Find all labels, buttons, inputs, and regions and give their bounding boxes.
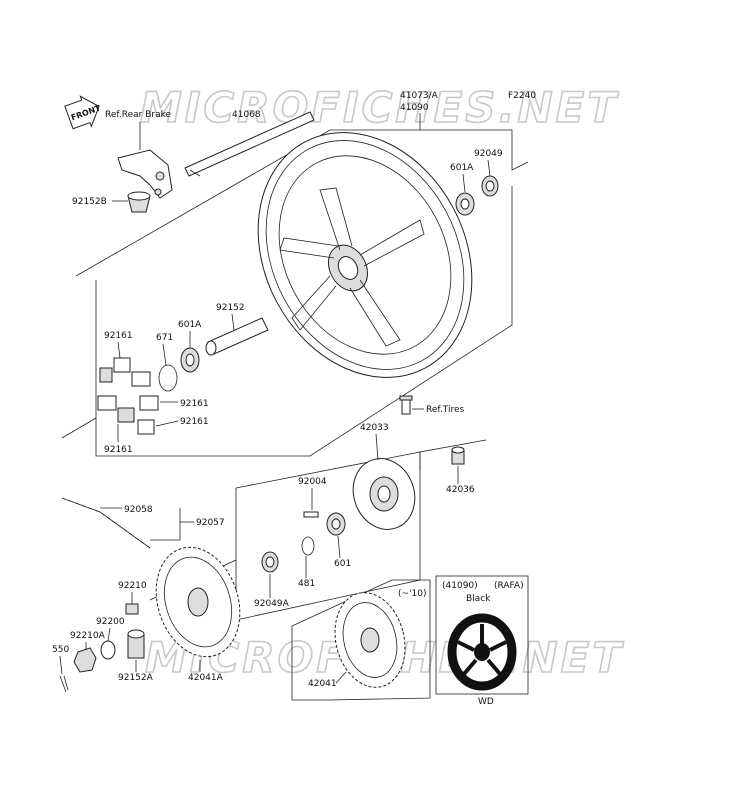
lower-frame-box	[235, 452, 421, 621]
label-stud: 92004	[298, 477, 327, 487]
wheel-rim	[257, 132, 473, 378]
inset-part: (41090)	[442, 581, 478, 591]
label-chain-link: 92058	[124, 505, 153, 515]
label-bearing-right: 601A	[450, 163, 474, 173]
label-oring: 671	[156, 333, 173, 343]
label-ref-rear-brake: Ref.Rear Brake	[105, 110, 172, 120]
stud	[303, 511, 319, 518]
o-ring	[158, 364, 178, 392]
label-circlip: 481	[298, 579, 315, 589]
damper-group	[97, 357, 159, 435]
bearing-right	[455, 192, 475, 216]
coupling-hub	[352, 458, 416, 530]
label-collar-coupling: 42036	[446, 485, 475, 495]
inset-model: (RAFA)	[494, 581, 524, 591]
sprocket-a	[155, 546, 241, 658]
label-collar-a: 92152A	[118, 673, 154, 683]
label-coupling: 42033	[360, 423, 389, 433]
collar-coupling	[451, 446, 465, 465]
label-collar: 92152	[216, 303, 245, 313]
label-wheel-a: 41073/A	[400, 91, 439, 101]
nut	[125, 603, 139, 615]
label-nut-a: 92210A	[70, 631, 106, 641]
upper-frame-lower	[61, 186, 513, 457]
front-arrow-icon: FRONT	[64, 95, 102, 130]
collar-tube	[205, 317, 269, 356]
seal-right	[481, 175, 499, 197]
collar-a	[127, 629, 145, 659]
inset-box	[435, 575, 529, 695]
chain-drawing	[61, 497, 151, 549]
label-damper-a: 92161	[104, 331, 133, 341]
label-sprocket-a: 42041A	[188, 673, 224, 683]
label-damper-b: 92161	[180, 399, 209, 409]
label-collar-left: 92152B	[72, 197, 107, 207]
label-damper-d: 92161	[104, 445, 133, 455]
label-wheel-b: 41090	[400, 103, 429, 113]
collar-left	[127, 191, 151, 213]
bearing-left	[180, 347, 200, 373]
castle-nut	[73, 647, 97, 673]
label-bearing-left: 601A	[178, 320, 202, 330]
circlip	[301, 536, 315, 556]
brake-bracket	[117, 149, 173, 199]
cotter-pin	[59, 675, 69, 693]
label-ref-tires: Ref.Tires	[426, 405, 465, 415]
diagram-code: F2240	[508, 91, 536, 101]
label-nut: 92210	[118, 581, 147, 591]
label-sprocket-note: (~'10)	[398, 589, 427, 599]
washer	[100, 640, 116, 660]
inset-wheel	[447, 613, 517, 691]
label-seal-right: 92049	[474, 149, 503, 159]
sprocket-box	[291, 579, 431, 701]
label-bearing-coupling: 601	[334, 559, 351, 569]
label-chain: 92057	[196, 518, 225, 528]
label-damper-c: 92161	[180, 417, 209, 427]
bearing-coupling	[326, 512, 346, 536]
inset-note: WD	[478, 697, 494, 707]
seal-coupling	[261, 551, 279, 573]
inset-color: Black	[466, 594, 491, 604]
upper-frame-line	[75, 129, 529, 277]
label-washer: 92200	[96, 617, 125, 627]
label-sprocket: 42041	[308, 679, 337, 689]
valve-stem	[399, 395, 413, 415]
sprocket	[334, 592, 406, 688]
axle-shaft	[184, 111, 315, 177]
label-cotter-pin: 550	[52, 645, 69, 655]
label-seal-coupling: 92049A	[254, 599, 290, 609]
label-axle: 41068	[232, 110, 261, 120]
watermark-top: MICROFICHES.NET	[140, 83, 619, 132]
